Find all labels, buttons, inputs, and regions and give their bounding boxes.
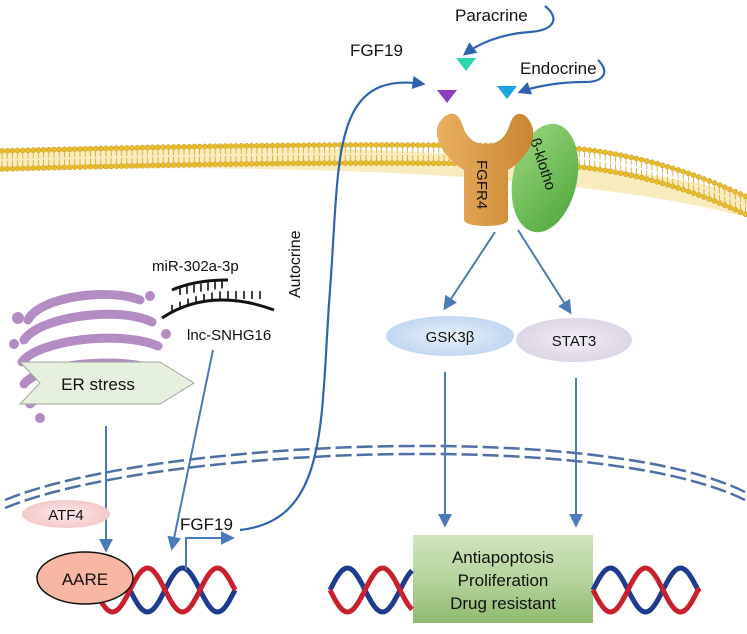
nuclear-envelope — [4, 444, 746, 510]
paracrine-signal: Paracrine — [455, 5, 555, 71]
fgfr4-shape — [436, 113, 534, 226]
outcome-antiapoptosis: Antiapoptosis — [452, 548, 554, 567]
arrow-to-stat3 — [517, 229, 572, 315]
gene-promoter-arrow — [185, 531, 235, 570]
mirna-label: miR-302a-3p — [152, 258, 239, 275]
arrow-lnc-to-dna — [167, 349, 214, 551]
gsk3b-node: GSK3β — [386, 316, 514, 356]
lncrna-strand — [161, 291, 275, 320]
outcomes-box: Antiapoptosis Proliferation Drug resista… — [413, 535, 593, 623]
autocrine-arrow — [239, 75, 426, 532]
arrow-to-gsk3b — [443, 231, 496, 311]
aare-node: AARE — [36, 551, 134, 605]
paracrine-arrow — [462, 5, 555, 56]
dna-helix-right-b — [590, 565, 702, 615]
outcome-drug-resistant: Drug resistant — [450, 594, 556, 613]
aare-label: AARE — [62, 570, 108, 589]
fgf19-gene-label: FGF19 — [180, 515, 233, 534]
paracrine-label: Paracrine — [455, 6, 528, 25]
atf4-node: ATF4 — [22, 500, 110, 528]
mirna-strand — [171, 278, 229, 295]
atf4-label: ATF4 — [48, 507, 84, 524]
er-stress-banner: ER stress — [18, 361, 195, 405]
fgf19-ligand-label: FGF19 — [350, 41, 403, 60]
endocrine-ligand — [497, 86, 517, 99]
fgfr4-klotho-complex: β-klotho FGFR4 — [436, 113, 579, 233]
stat3-label: STAT3 — [552, 333, 596, 350]
endocrine-label: Endocrine — [520, 59, 597, 78]
beta-klotho-shape — [511, 123, 579, 233]
fgfr4-label: FGFR4 — [473, 160, 490, 209]
endocrine-arrow — [517, 59, 606, 95]
gsk3b-label: GSK3β — [426, 329, 475, 346]
stat3-node: STAT3 — [516, 318, 632, 362]
endocrine-signal: Endocrine — [497, 59, 606, 99]
dna-helix-right-a — [327, 565, 414, 615]
er-stress-label: ER stress — [61, 375, 135, 394]
cell-membrane — [0, 142, 747, 218]
paracrine-ligand — [456, 58, 476, 71]
autocrine-label: Autocrine — [287, 230, 304, 298]
autocrine-ligand — [437, 90, 457, 103]
lncrna-label: lnc-SNHG16 — [187, 327, 271, 344]
outcome-proliferation: Proliferation — [458, 571, 549, 590]
